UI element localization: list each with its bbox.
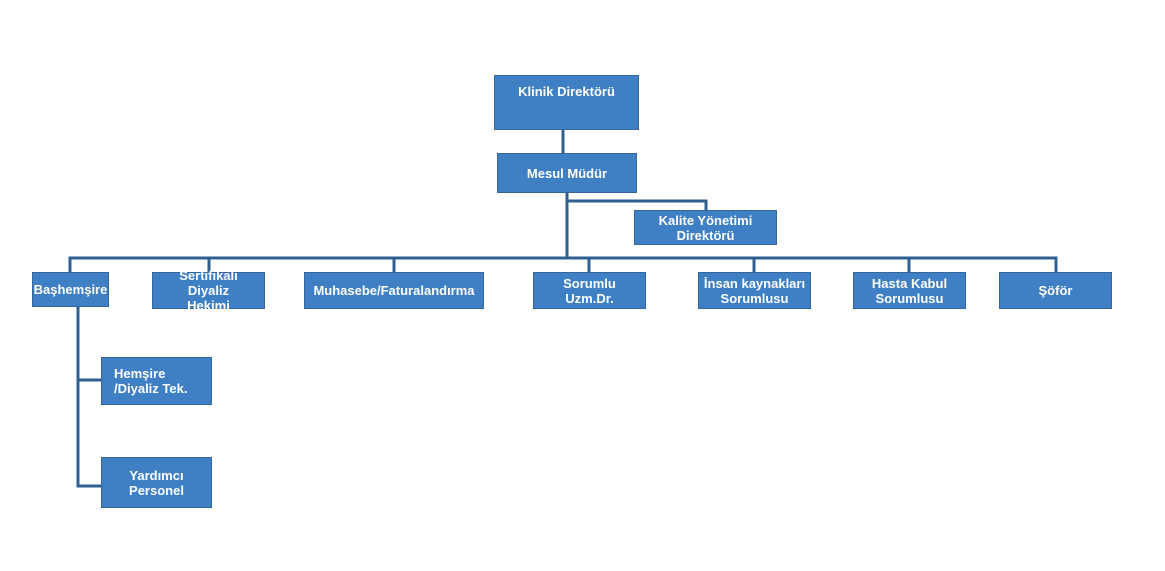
node-driver: Şöför	[999, 272, 1112, 309]
node-clinic-director: Klinik Direktörü	[494, 75, 639, 130]
node-responsible-manager: Mesul Müdür	[497, 153, 637, 193]
node-patient-admission: Hasta Kabul Sorumlusu	[853, 272, 966, 309]
node-human-resources: İnsan kaynakları Sorumlusu	[698, 272, 811, 309]
node-responsible-specialist: Sorumlu Uzm.Dr.	[533, 272, 646, 309]
node-accounting-billing: Muhasebe/Faturalandırma	[304, 272, 484, 309]
node-head-nurse: Başhemşire	[32, 272, 109, 307]
node-assistant-staff: Yardımcı Personel	[101, 457, 212, 508]
node-quality-director: Kalite Yönetimi Direktörü	[634, 210, 777, 245]
node-certified-dialysis-physician: Sertifikalı Diyaliz Hekimi	[152, 268, 265, 313]
node-nurse-dialysis-tech: Hemşire /Diyaliz Tek.	[101, 357, 212, 405]
